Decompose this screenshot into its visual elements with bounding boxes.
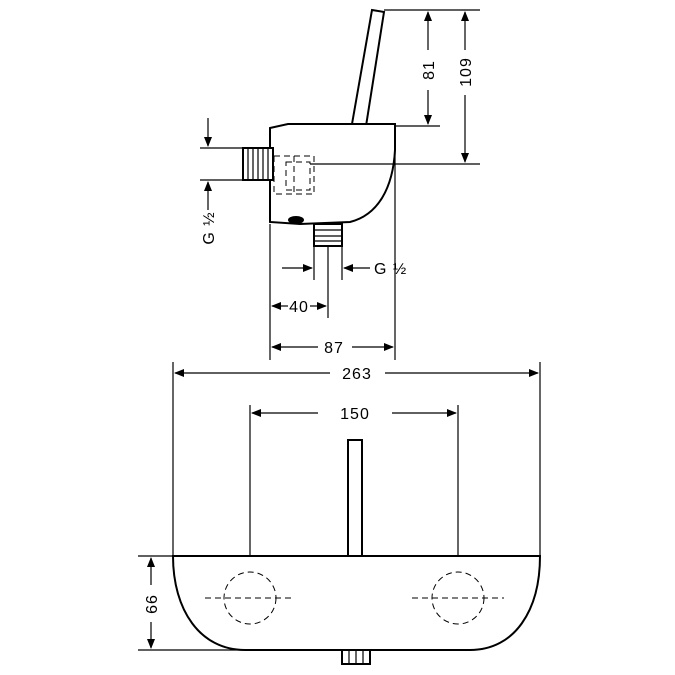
- small-hole: [288, 216, 304, 224]
- hidden-cartridge: [273, 155, 315, 195]
- dim-150: 150: [340, 406, 370, 423]
- front-lever: [347, 439, 363, 557]
- bottom-thread-lines: [314, 229, 342, 242]
- thread-lines: [247, 148, 269, 180]
- lever: [350, 8, 386, 128]
- dim-87: 87: [324, 340, 344, 357]
- dim-40: 40: [289, 299, 309, 316]
- dim-81: 81: [421, 60, 438, 80]
- side-body: [269, 123, 396, 226]
- dim-263: 263: [342, 366, 372, 383]
- right-handle-marker: [412, 571, 504, 625]
- bottom-outlet: [313, 223, 343, 247]
- front-view: 263 150 66: [138, 362, 542, 665]
- left-handle-marker: [205, 571, 295, 625]
- dim-66: 66: [144, 594, 161, 614]
- dim-thread-side: G ½: [201, 211, 218, 244]
- side-view: 81 109 G ½ G ½ 40 87: [200, 8, 480, 360]
- front-body: [171, 555, 542, 651]
- dim-thread-bottom: G ½: [374, 261, 407, 278]
- dim-109: 109: [458, 57, 475, 87]
